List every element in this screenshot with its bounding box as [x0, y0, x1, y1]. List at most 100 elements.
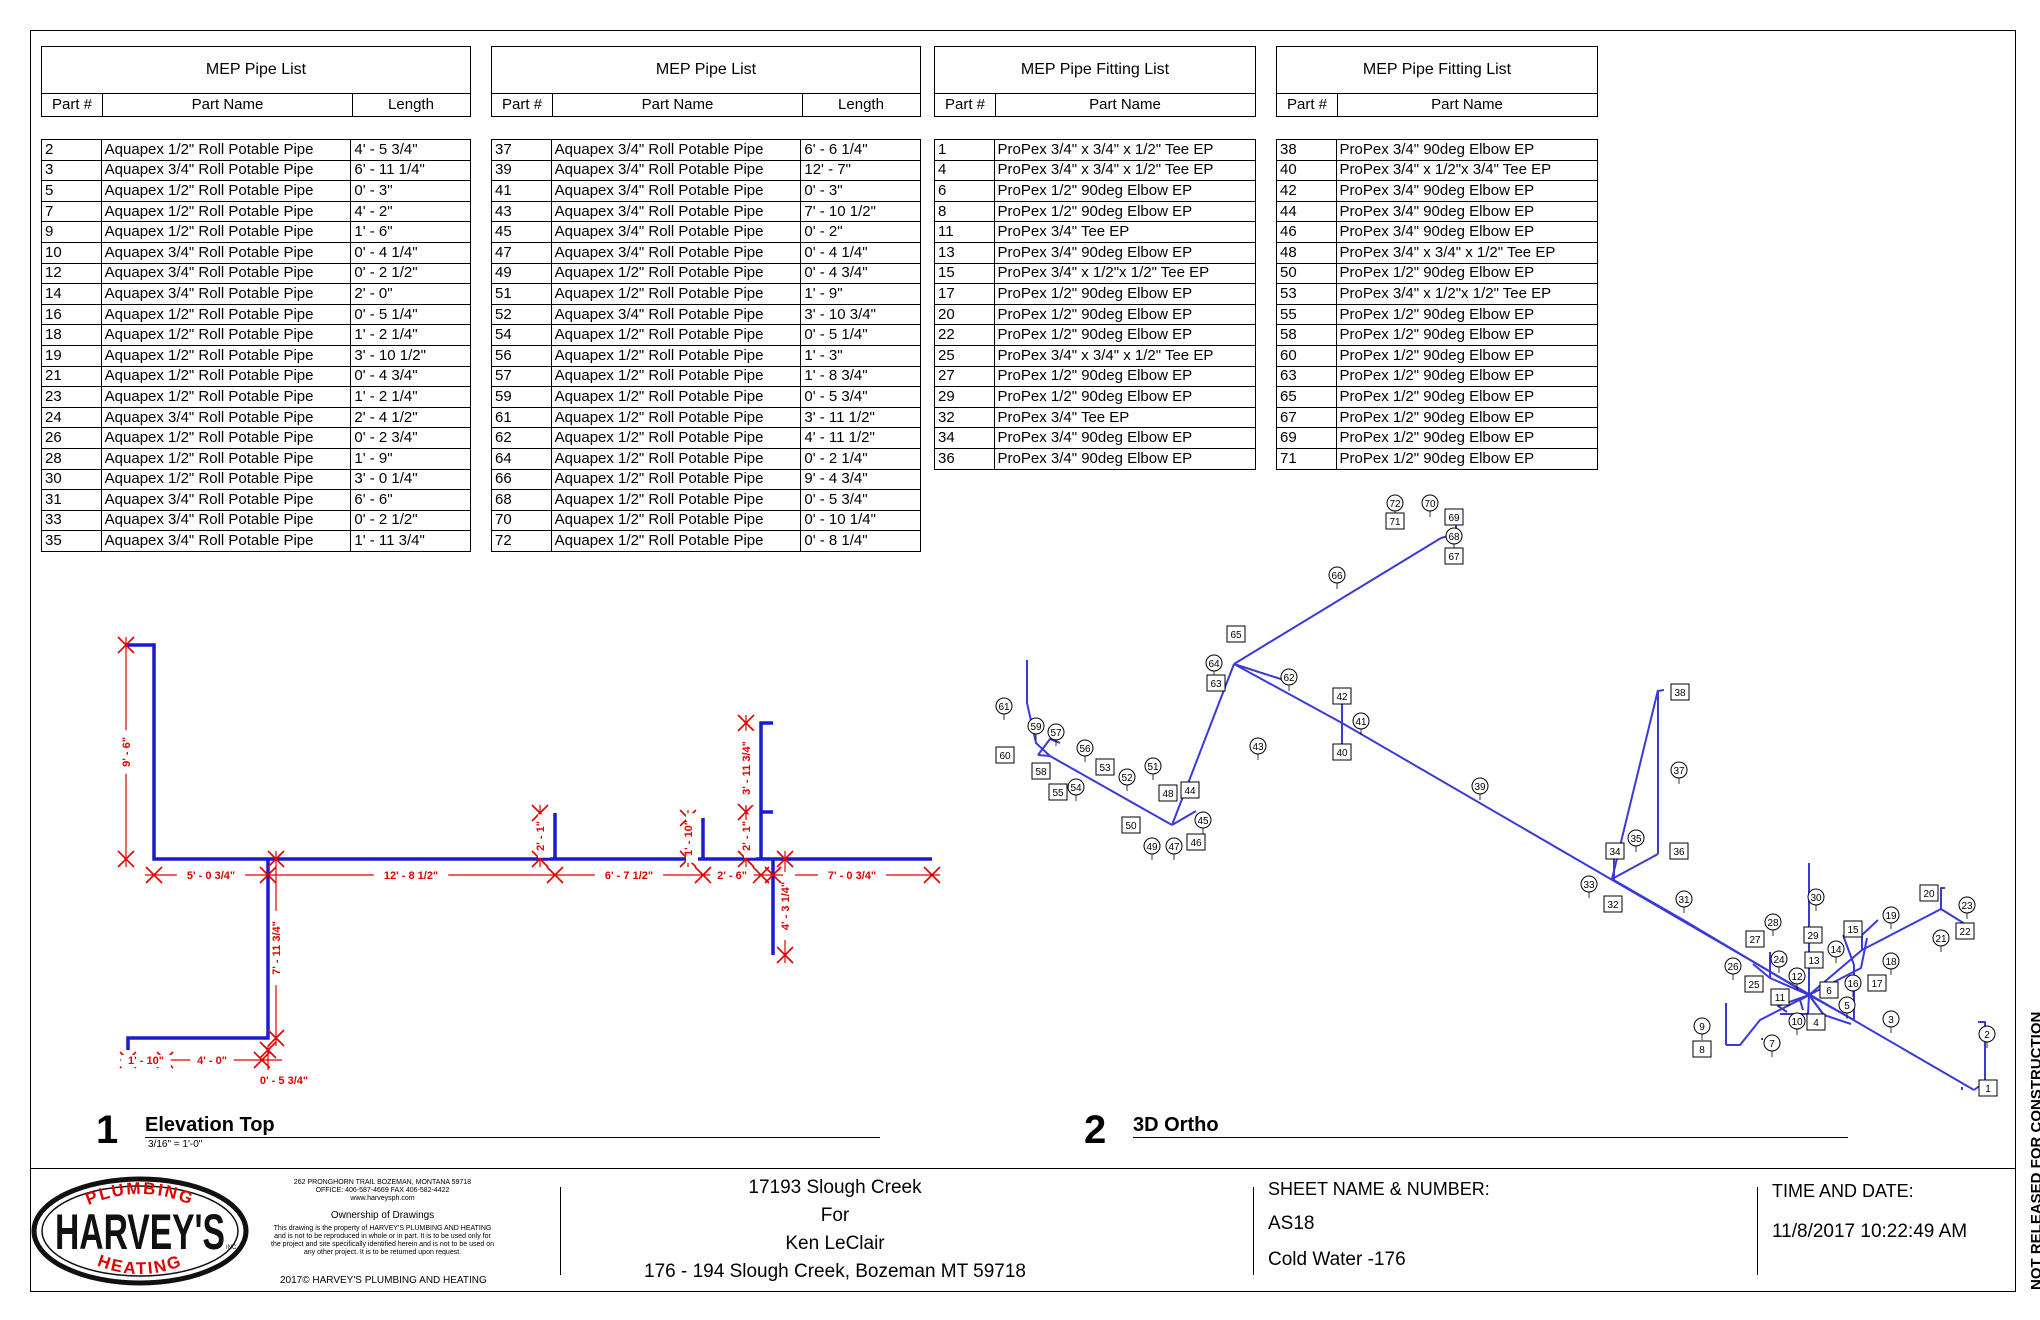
pipe-tag-circle	[1067, 778, 1085, 796]
pipe-tag-circle	[1882, 906, 1900, 924]
pipe-tag-circle	[1352, 712, 1370, 730]
pipe-tag-circle	[1675, 890, 1693, 908]
pipe-tag-circle	[1788, 967, 1806, 985]
col-length: Length	[802, 94, 919, 116]
dimension-label: 9' - 6"	[121, 737, 133, 767]
view-1-underline	[145, 1137, 880, 1138]
pipe-tag-circle	[1471, 777, 1489, 795]
pipe-tag-circle	[1205, 654, 1223, 672]
fitting-tag-label: 20	[1923, 889, 1935, 900]
cell-length: 0' - 2 3/4"	[350, 427, 471, 449]
dimension-tick	[764, 866, 782, 884]
dimension-label-bg	[817, 870, 887, 882]
cell-part-num: 61	[491, 406, 552, 429]
fitting-tag-label: 25	[1748, 980, 1760, 991]
cell-length: 3' - 10 1/2"	[350, 344, 471, 367]
cell-length: 6' - 6 1/4"	[800, 139, 921, 161]
pipe-list-2-title: MEP Pipe List	[655, 61, 757, 78]
pipe-segment	[1808, 949, 1863, 996]
fitting-list-1-title: MEP Pipe Fitting List	[1020, 61, 1170, 78]
pipe-tag-label: 7	[1769, 1039, 1775, 1050]
cell-part-name: Aquapex 1/2" Roll Potable Pipe	[550, 468, 802, 491]
fitting-tag-label: 32	[1607, 900, 1619, 911]
cell-length: 0' - 2 1/2"	[350, 509, 471, 532]
cell-part-name: ProPex 1/2" 90deg Elbow EP	[993, 386, 1257, 408]
cell-part-name: Aquapex 1/2" Roll Potable Pipe	[100, 468, 352, 491]
cell-part-num: 22	[934, 324, 995, 346]
cell-length: 1' - 3"	[800, 344, 921, 367]
cell-length: 1' - 8 3/4"	[800, 365, 921, 388]
dimension-label: 2' - 6"	[717, 870, 747, 882]
pipe-tag-label: 31	[1678, 895, 1690, 906]
cell-part-name: ProPex 3/4" x 3/4" x 1/2" Tee EP	[993, 139, 1257, 161]
cell-part-num: 44	[1276, 200, 1337, 223]
pipe-tag-label: 43	[1252, 742, 1264, 753]
dimension-label: 3' - 11 3/4"	[741, 741, 753, 795]
svg-text:INC.: INC.	[226, 1245, 238, 1251]
fitting-tag-box	[1048, 783, 1068, 801]
pipe-tag-label: 72	[1389, 499, 1401, 510]
fitting-tag-box	[1843, 920, 1863, 938]
cell-part-name: Aquapex 1/2" Roll Potable Pipe	[100, 180, 352, 202]
cell-length: 0' - 5 1/4"	[800, 324, 921, 346]
cell-part-name: Aquapex 3/4" Roll Potable Pipe	[100, 489, 352, 511]
ownership-title: Ownership of Drawings	[330, 1210, 435, 1221]
cell-part-num: 35	[41, 530, 102, 552]
fitting-tag-box	[1692, 1040, 1712, 1058]
cell-part-num: 17	[934, 283, 995, 305]
cell-length: 0' - 2 1/2"	[350, 262, 471, 285]
pipe-tag-label: 10	[1791, 1017, 1803, 1028]
fitting-tag-label: 34	[1609, 847, 1621, 858]
pipe-tag-circle	[1838, 996, 1856, 1014]
fitting-tag-box	[1226, 625, 1246, 643]
cell-part-num: 43	[491, 200, 552, 223]
dimension-tick	[737, 714, 755, 732]
cell-length: 0' - 2"	[800, 221, 921, 243]
view-2-underline	[1133, 1137, 1848, 1138]
pipe-tag-label: 24	[1773, 955, 1785, 966]
pipe-tag-circle	[1580, 875, 1598, 893]
pipe-segment	[1842, 934, 1855, 966]
pipe-tag-label: 26	[1727, 962, 1739, 973]
cell-part-name: Aquapex 1/2" Roll Potable Pipe	[100, 365, 352, 388]
pipe-tag-circle	[1118, 768, 1136, 786]
pipe-tag-label: 35	[1630, 834, 1642, 845]
fitting-tag-label: 58	[1035, 767, 1047, 778]
pipe-tag-label: 62	[1283, 673, 1295, 684]
pipe-tag-label: 18	[1885, 957, 1897, 968]
cell-length: 2' - 0"	[350, 283, 471, 305]
pipe-tag-circle	[1844, 974, 1862, 992]
view-1-scale: 3/16" = 1'-0"	[148, 1139, 203, 1150]
fitting-tag-box	[1819, 981, 1839, 999]
fitting-tag-label: 69	[1448, 513, 1460, 524]
fitting-tag-label: 15	[1847, 925, 1859, 936]
fitting-tag-box	[1206, 674, 1226, 692]
pipe-tag-circle	[1047, 723, 1065, 741]
dimension-label: 0' - 5 3/4"	[260, 1075, 308, 1087]
pipe-tag-label: 41	[1355, 717, 1367, 728]
fitting-tag-label: 8	[1699, 1045, 1705, 1056]
dimension-tick	[117, 636, 135, 654]
dimension-label: 6' - 7 1/2"	[605, 870, 653, 882]
fitting-tag-box	[1770, 988, 1790, 1006]
fitting-tag-box	[1444, 547, 1464, 565]
harveys-logo: PLUMBING HEATING HARVEY'S INC.	[31, 1176, 249, 1286]
pipe-tag-circle	[1788, 1012, 1806, 1030]
cell-part-name: Aquapex 1/2" Roll Potable Pipe	[550, 530, 802, 552]
fitting-tag-box	[1919, 884, 1939, 902]
pipe-segment	[1026, 660, 1051, 757]
cell-part-num: 66	[491, 468, 552, 491]
tb-divider	[1253, 1187, 1254, 1275]
fitting-tag-box	[1095, 758, 1115, 776]
cell-part-name: ProPex 1/2" 90deg Elbow EP	[993, 283, 1257, 305]
